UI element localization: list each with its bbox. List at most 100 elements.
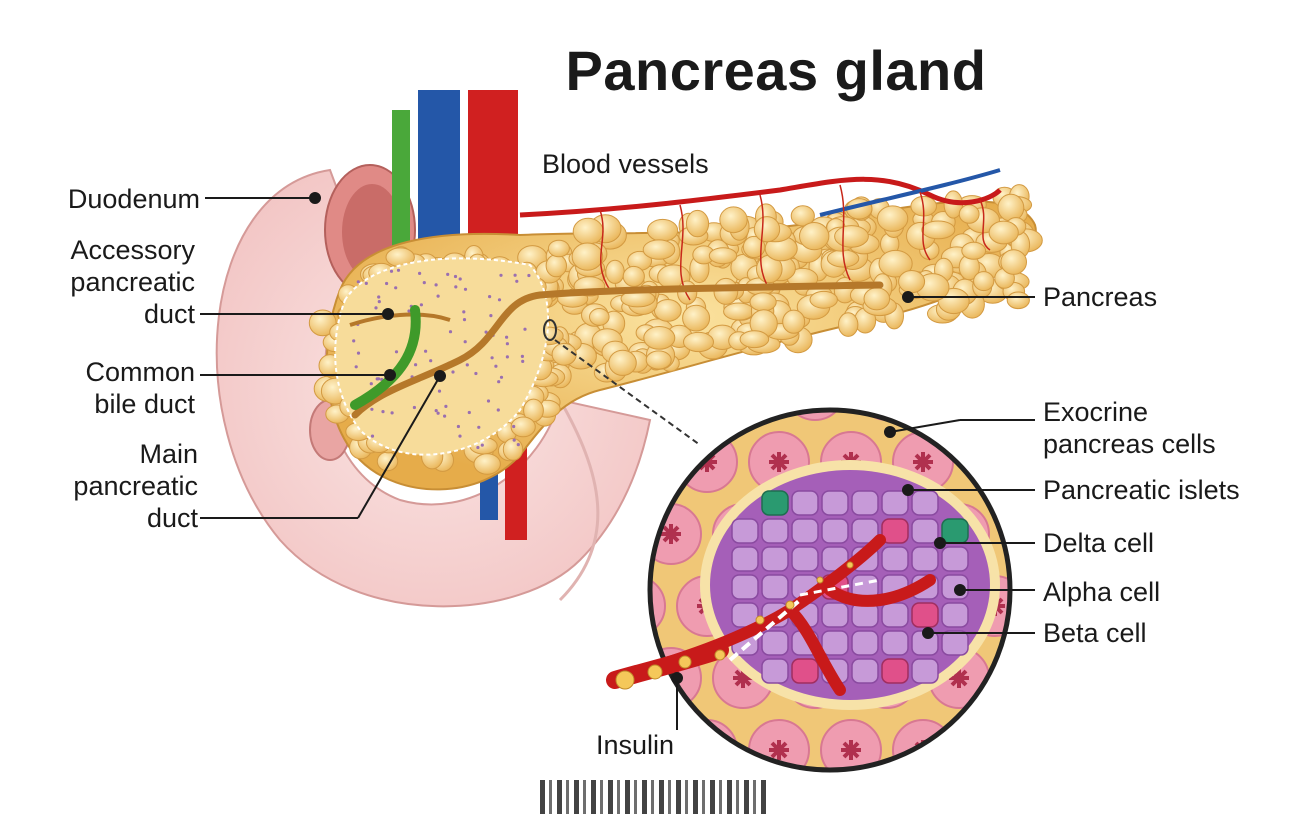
head-dot	[389, 269, 394, 273]
head-dot	[370, 434, 375, 438]
head-dot	[463, 287, 468, 291]
label-delta-cell: Delta cell	[1043, 528, 1155, 558]
head-dot	[520, 354, 525, 358]
lobule	[622, 265, 645, 287]
head-dot	[352, 339, 356, 343]
lobule	[782, 309, 806, 334]
islet-cell	[881, 630, 909, 656]
head-dot	[463, 340, 467, 344]
lobule	[473, 453, 501, 475]
head-dot	[437, 389, 442, 393]
label-main-line2: pancreatic	[73, 471, 198, 501]
head-dot	[443, 414, 447, 418]
islet-cell	[911, 546, 939, 572]
islet-cell	[881, 602, 909, 628]
head-dot	[496, 408, 500, 412]
lobule	[647, 218, 679, 242]
label-accessory-line3: duct	[143, 299, 195, 329]
lobule	[502, 438, 524, 461]
head-dot	[512, 424, 516, 429]
head-dot	[448, 330, 453, 334]
head-dot	[451, 370, 455, 374]
exocrine-acinus	[928, 410, 990, 421]
exocrine-acinus	[676, 719, 738, 770]
head-dot	[499, 273, 503, 277]
head-dot	[356, 351, 361, 355]
exocrine-acinus	[856, 410, 918, 421]
head-dot	[385, 281, 389, 286]
label-main-line3: duct	[146, 503, 198, 533]
head-dot	[374, 306, 378, 310]
head-dot	[418, 271, 422, 275]
head-dot	[521, 359, 525, 363]
islet-cell	[821, 518, 849, 544]
head-dot	[454, 285, 458, 289]
head-dot	[419, 303, 423, 307]
head-dot	[484, 330, 488, 334]
head-dot	[434, 409, 438, 413]
label-accessory-duct: Accessory pancreatic duct	[20, 234, 195, 330]
head-dot	[446, 272, 450, 276]
main-pancreatic-duct	[351, 281, 884, 419]
islet-cell	[851, 518, 879, 544]
islet-cell	[791, 518, 819, 544]
lobule	[685, 209, 710, 238]
label-common-bile-duct: Common bile duct	[20, 356, 195, 420]
lobule	[799, 222, 830, 251]
islet-cell	[761, 574, 789, 600]
head-dot	[364, 281, 368, 285]
lobule	[809, 290, 838, 309]
head-dot	[467, 410, 471, 415]
label-beta-cell: Beta cell	[1043, 618, 1147, 648]
head-dot	[444, 404, 448, 408]
lobule	[863, 287, 891, 311]
islet-cell	[791, 546, 819, 572]
lobule	[605, 259, 625, 284]
exocrine-acinus	[650, 503, 702, 565]
exocrine-acinus	[748, 719, 810, 770]
head-dot	[474, 371, 478, 376]
islet-cell	[731, 518, 759, 544]
head-dot	[436, 294, 440, 298]
head-dot	[407, 309, 411, 313]
label-exocrine: Exocrine pancreas cells	[1043, 396, 1216, 460]
islet-cell	[761, 490, 789, 516]
islet-cell	[761, 546, 789, 572]
label-duodenum: Duodenum	[67, 184, 200, 214]
head-dot	[489, 314, 493, 318]
exocrine-acinus	[712, 410, 774, 421]
label-insulin: Insulin	[596, 730, 675, 760]
lobule	[643, 326, 676, 350]
head-dot	[499, 375, 504, 379]
lobule	[547, 239, 570, 258]
lobule	[608, 349, 637, 376]
head-dot	[396, 268, 401, 272]
islet-cell	[881, 490, 909, 516]
head-dot	[377, 300, 381, 304]
lobule	[653, 299, 682, 322]
lobule	[642, 239, 676, 260]
label-islets: Pancreatic islets	[1043, 475, 1240, 505]
lobule	[997, 193, 1025, 222]
lobule	[510, 416, 536, 438]
label-exocrine-line1: Exocrine	[1043, 397, 1149, 427]
watermark-bar	[540, 780, 770, 814]
head-dot	[456, 424, 460, 429]
common-bile-duct	[350, 305, 421, 410]
lobule	[1000, 249, 1028, 275]
islet-cell	[941, 630, 969, 656]
head-dot	[434, 283, 438, 287]
label-main-line1: Main	[139, 439, 198, 469]
head-dot	[458, 277, 462, 281]
islet-cell	[851, 490, 879, 516]
head-dot	[369, 382, 373, 386]
label-exocrine-line2: pancreas cells	[1043, 429, 1216, 459]
head-dot	[354, 365, 358, 369]
head-dot	[515, 279, 519, 283]
islet-cell	[731, 546, 759, 572]
head-dot	[486, 399, 491, 403]
lobule	[749, 292, 777, 312]
head-dot	[377, 295, 381, 299]
head-dot	[377, 377, 381, 381]
islet-cell	[791, 658, 819, 684]
